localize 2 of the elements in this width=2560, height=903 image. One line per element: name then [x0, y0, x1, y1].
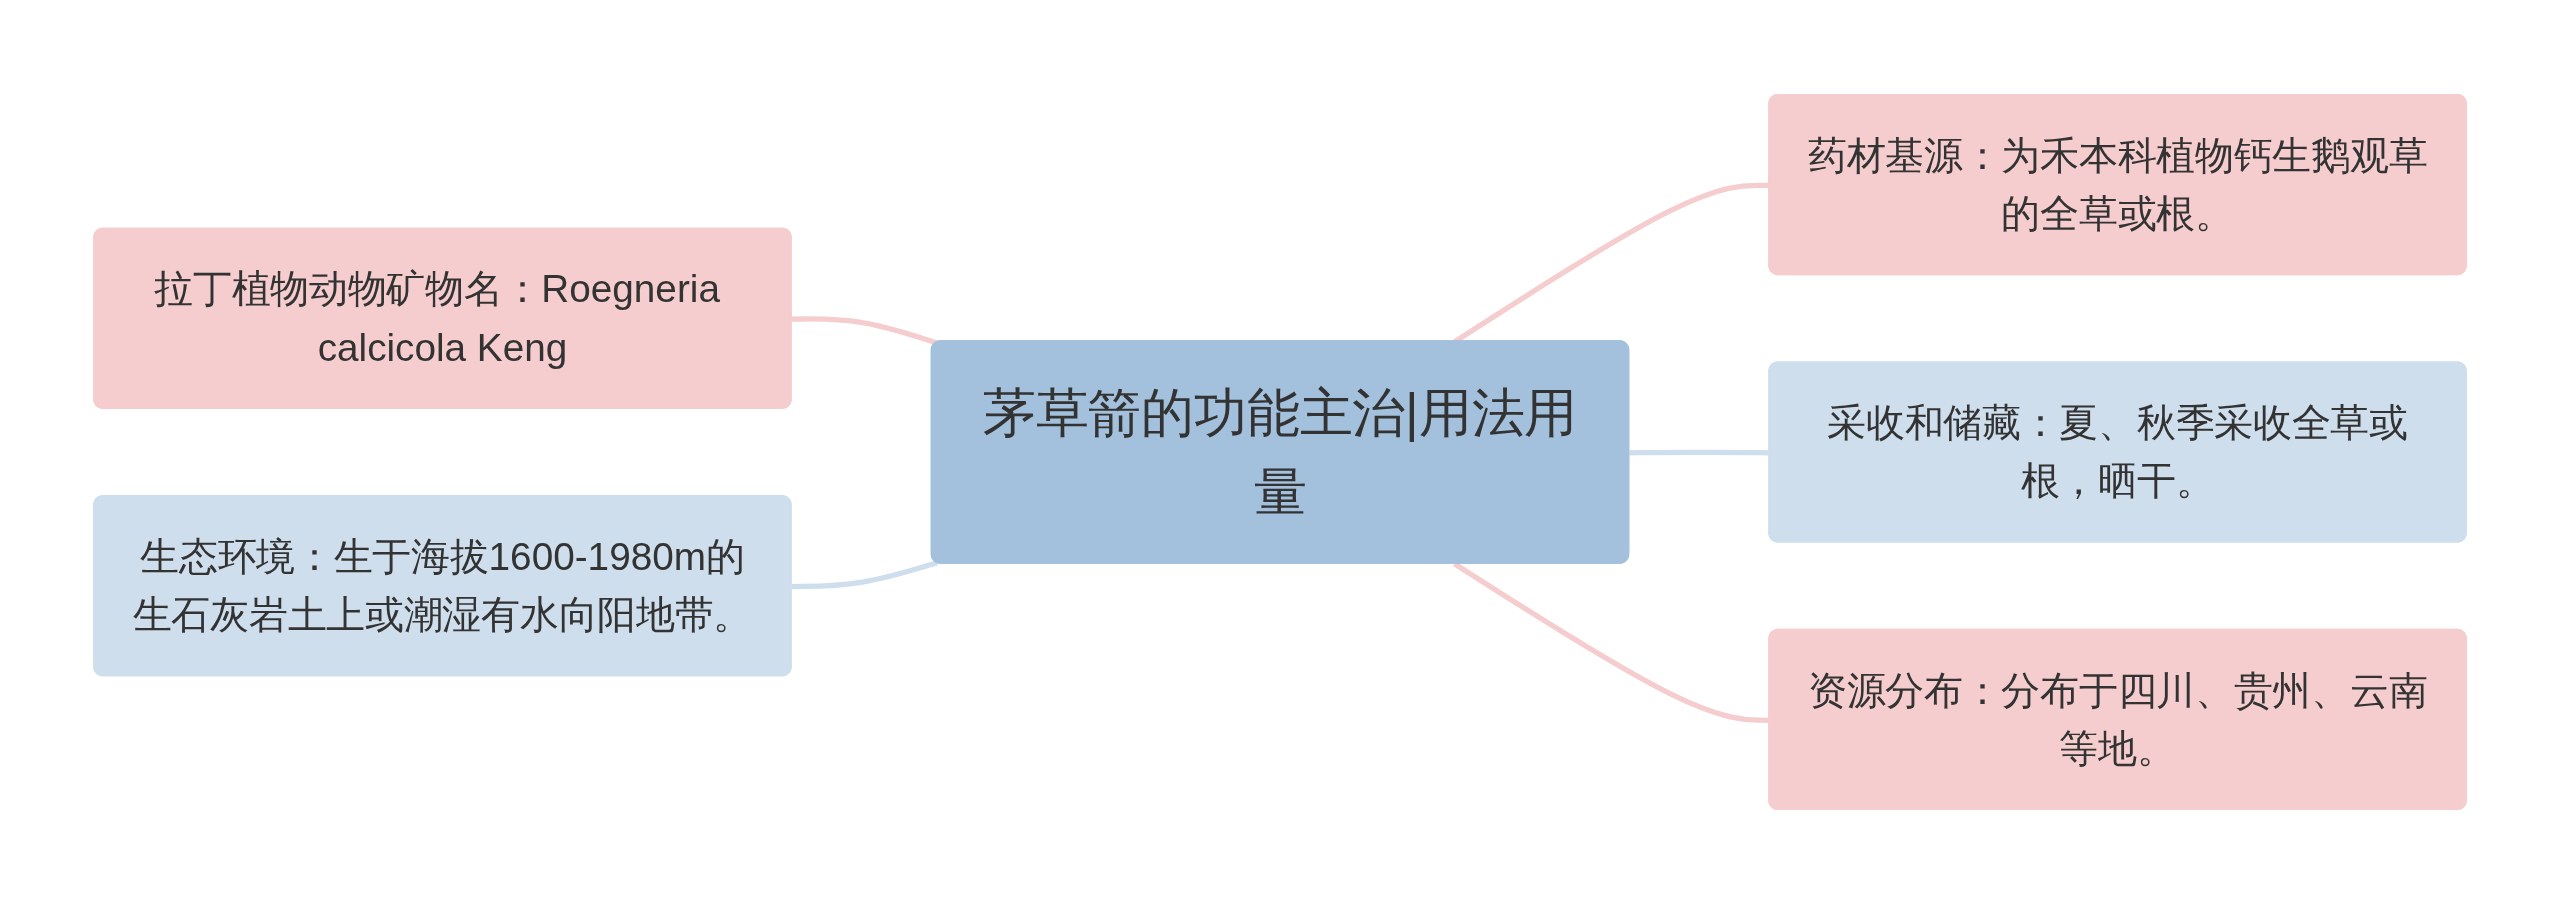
connector — [791, 559, 938, 589]
connector — [791, 315, 938, 346]
